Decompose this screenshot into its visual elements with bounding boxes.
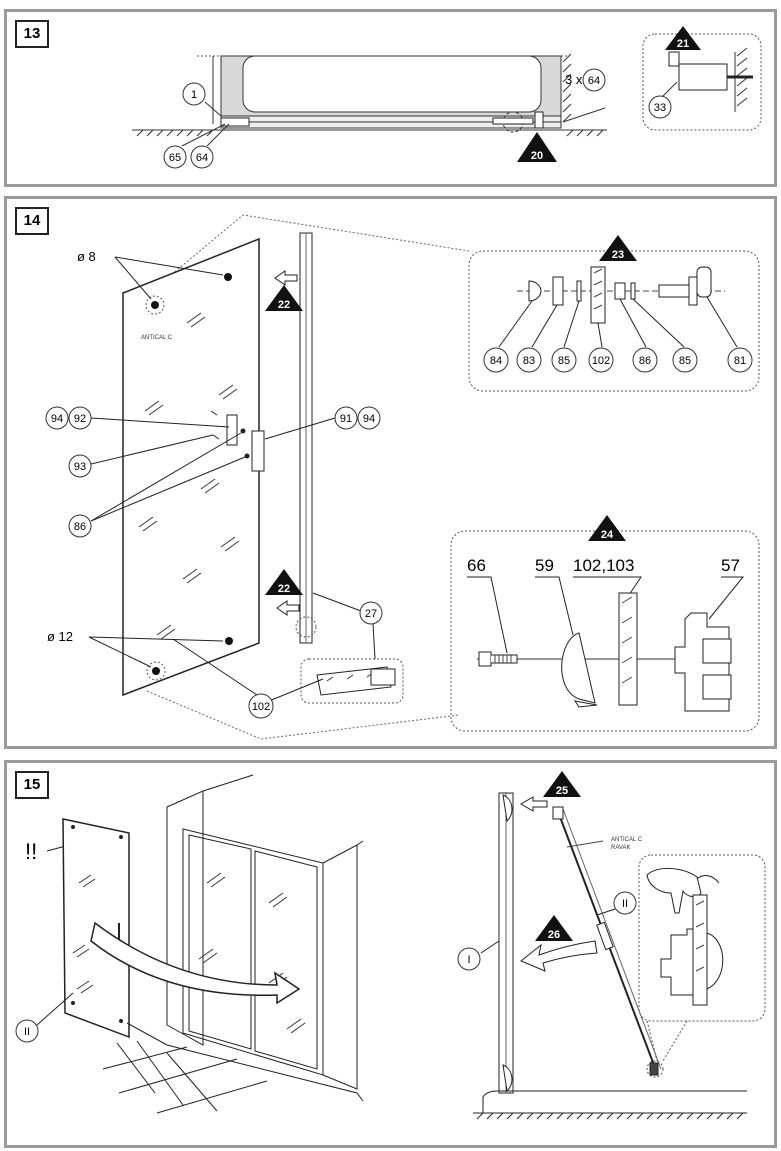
step-13-drawing: 1 65 64 3 x 64 20 21: [132, 26, 762, 169]
glass-marking: ANTICAL C: [141, 335, 173, 341]
wall-profile-27: [295, 232, 317, 644]
callout-94-right: 94: [357, 406, 381, 430]
callout-94-left: 94: [45, 406, 69, 430]
ref-triangle-22-bottom: 22: [265, 569, 303, 595]
ref-25-label: 25: [556, 785, 568, 797]
ref-26-label: 26: [548, 929, 560, 941]
roller-detail: [492, 111, 544, 133]
diameter-8-label: ø 8: [77, 249, 96, 264]
detail-23: 23 84 83: [468, 235, 760, 392]
callout-I-label: I: [467, 954, 470, 966]
step-15-panel: 15 !! II: [4, 760, 777, 1148]
callout-1-label: 1: [191, 89, 197, 101]
callout-91: 91: [264, 406, 358, 440]
step-13-panel: 13: [4, 9, 777, 187]
callout-64-right: 64: [582, 68, 606, 92]
step-15-drawing: !! II: [15, 771, 766, 1120]
callout-64-right-label: 64: [588, 75, 600, 87]
callout-86-label: 86: [639, 355, 651, 367]
step-number: 14: [15, 207, 49, 235]
ref-21-label: 21: [677, 38, 689, 50]
callout-102-panel: 102: [172, 638, 324, 719]
callout-86-left-label: 86: [74, 521, 86, 533]
glass-marking-2: RAVAK: [611, 845, 630, 851]
floor-hatch: [132, 129, 607, 137]
detail-24: 24 66 59 102,103 57: [450, 515, 760, 732]
callout-64: 64: [190, 123, 230, 169]
callout-II-right-label: II: [622, 898, 628, 910]
ref-23-label: 23: [612, 249, 624, 261]
tilted-glass-panel: ANTICAL C RAVAK: [552, 806, 664, 1078]
callout-I: I: [457, 940, 500, 971]
ref-triangle-26: 26: [535, 915, 573, 941]
step-14-panel: 14 ANTICAL C: [4, 196, 777, 749]
glass-marking-1: ANTICAL C: [611, 837, 643, 843]
callout-84-label: 84: [490, 355, 502, 367]
callout-33-label: 33: [654, 102, 666, 114]
callout-85-label: 85: [558, 355, 570, 367]
detail-21: 21 33: [642, 26, 762, 131]
callout-94-left-label: 94: [51, 413, 63, 425]
callout-85-right-label: 85: [679, 355, 691, 367]
callout-1: 1: [182, 82, 222, 117]
callout-II-left-label: II: [24, 1026, 30, 1038]
hand-detail: [638, 854, 766, 1062]
callout-93: 93: [68, 434, 214, 478]
callout-92-label: 92: [74, 413, 86, 425]
right-wall: [560, 53, 606, 124]
label-59: 59: [535, 556, 554, 575]
callout-27-label: 27: [365, 608, 377, 620]
callout-91-label: 91: [340, 413, 352, 425]
insert-arrow: [274, 270, 300, 616]
label-102-103: 102,103: [573, 556, 634, 575]
wall-profile-left: [220, 117, 250, 127]
ref-triangle-20: 20: [517, 132, 557, 162]
floor-base-right: [473, 1090, 747, 1120]
step-number: 13: [15, 20, 49, 48]
seal-detail: [300, 658, 404, 704]
glass-panel-102: ANTICAL C: [122, 237, 265, 697]
dotted-guides: [146, 214, 470, 740]
diameter-12-leaders: [88, 636, 224, 668]
label-66: 66: [467, 556, 486, 575]
shower-tray: [220, 55, 562, 129]
move-arrow: [90, 921, 301, 1005]
diameter-12-label: ø 12: [47, 629, 73, 644]
callout-64-label: 64: [196, 152, 208, 164]
callout-93-label: 93: [74, 461, 86, 473]
ref-22-top-label: 22: [278, 299, 290, 311]
left-wall: [212, 56, 222, 124]
callout-65: 65: [163, 123, 226, 169]
shower-enclosure: [102, 774, 364, 1114]
callout-II-right: II: [596, 891, 637, 916]
multiplier-3x: 3 x: [565, 72, 583, 87]
callout-II-left: II: [15, 992, 74, 1043]
diameter-8-leaders: [114, 256, 224, 300]
ref-22-bottom-label: 22: [278, 583, 290, 595]
callout-81-label: 81: [734, 355, 746, 367]
rotate-arrow: [520, 940, 598, 972]
ref-20-label: 20: [531, 150, 543, 162]
callout-65-label: 65: [169, 152, 181, 164]
ref-triangle-22-top: 22: [265, 285, 303, 311]
label-57: 57: [721, 556, 740, 575]
step-number: 15: [15, 771, 49, 799]
callout-102-panel-label: 102: [252, 701, 270, 713]
step-14-drawing: ANTICAL C 22 22: [45, 214, 760, 740]
callout-27: 27: [312, 592, 383, 660]
ref-24-label: 24: [601, 529, 614, 541]
callout-83-label: 83: [523, 355, 535, 367]
callout-92: 92: [68, 406, 230, 430]
callout-86-left: 86: [68, 432, 246, 538]
door-profile-I: [498, 792, 514, 1094]
callout-94-right-label: 94: [363, 413, 375, 425]
warning-mark: !!: [25, 839, 37, 864]
callout-102-label: 102: [592, 355, 610, 367]
insert-arrow-25: [520, 796, 548, 812]
ref-triangle-25: 25: [543, 771, 581, 797]
